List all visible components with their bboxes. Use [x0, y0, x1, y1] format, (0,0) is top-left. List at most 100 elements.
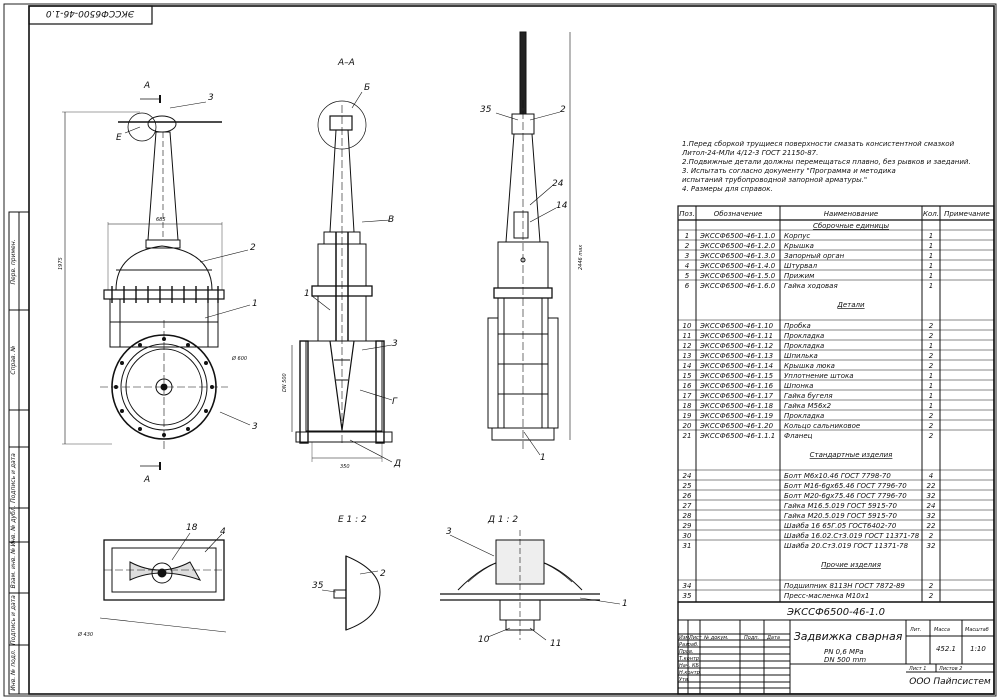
note-line-1: 1.Перед сборкой трущиеся поверхности сма… — [682, 140, 955, 148]
spec-cell-designation: ЭКССФ6500-46-1.6.0 — [699, 282, 776, 290]
spec-section-other: Прочие изделия — [821, 561, 881, 569]
spec-cell-name: Шайба 16.02.Ст3.019 ГОСТ 11371-78 — [784, 532, 920, 540]
spec-cell-pos: 27 — [683, 502, 692, 510]
tb-role-doc: № докум. — [703, 635, 729, 641]
spec-cell-qty: 2 — [929, 322, 934, 330]
callout-14: 14 — [556, 201, 568, 211]
side-strip — [8, 211, 30, 695]
spec-section-details: Детали — [836, 301, 865, 309]
spec-cell-name: Запорный орган — [784, 252, 845, 260]
spec-cell-name: Болт М20-6gх75.46 ГОСТ 7796-70 — [784, 492, 907, 500]
spec-cell-pos: 26 — [683, 492, 692, 500]
spec-cell-name: Шайба 20.Ст3.019 ГОСТ 11371-78 — [784, 542, 909, 550]
spec-cell-qty: 2 — [929, 582, 934, 590]
spec-cell-qty: 32 — [927, 542, 936, 550]
spec-cell-pos: 14 — [683, 362, 692, 370]
dim-height: 1975 — [58, 257, 64, 270]
dim-bottom-dia: Ø 430 — [77, 631, 93, 638]
dim-dn: DN 500 — [282, 373, 288, 392]
spec-cell-qty: 24 — [927, 502, 936, 510]
spec-cell-pos: 34 — [683, 582, 692, 590]
spec-section-standard: Стандартные изделия — [810, 451, 893, 459]
tb-person-5: Н.контр. — [679, 670, 701, 676]
spec-cell-pos: 35 — [683, 592, 692, 600]
tb-person-3: Т.контр. — [679, 656, 701, 662]
spec-cell-name: Пробка — [784, 322, 811, 330]
tb-role-date: Дата — [766, 635, 780, 641]
front-view — [62, 95, 251, 470]
spec-cell-pos: 18 — [683, 402, 692, 410]
spec-cell-designation: ЭКССФ6500-46-1.11 — [699, 332, 773, 340]
side-label-5: Взам. инв. № — [10, 548, 17, 589]
spec-cell-pos: 1 — [685, 232, 689, 240]
section-mark-bottom: А — [143, 475, 150, 485]
spec-cell-designation: ЭКССФ6500-46-1.5.0 — [699, 272, 776, 280]
detail-d — [440, 530, 621, 641]
spec-cell-pos: 17 — [683, 392, 692, 400]
spec-cell-designation: ЭКССФ6500-46-1.15 — [699, 372, 774, 380]
spec-cell-name: Гайка М20.5.019 ГОСТ 5915-70 — [784, 512, 898, 520]
section-mark-top: А — [143, 81, 150, 91]
spec-header-pos: Поз. — [679, 210, 695, 218]
tb-person-6: Утв. — [679, 677, 690, 683]
spec-header-qty: Кол. — [923, 210, 939, 218]
spec-cell-name: Прижим — [784, 272, 815, 280]
spec-cell-name: Корпус — [784, 232, 810, 240]
spec-header-name: Наименование — [824, 210, 878, 218]
spec-cell-name: Болт М6х10.46 ГОСТ 7798-70 — [784, 472, 891, 480]
tb-person-1: Разраб. — [679, 642, 699, 648]
spec-cell-pos: 31 — [683, 542, 692, 550]
callout-1: 1 — [252, 299, 258, 309]
spec-cell-pos: 19 — [683, 412, 692, 420]
spec-cell-name: Шпонка — [784, 382, 813, 390]
spec-cell-pos: 3 — [685, 252, 689, 260]
spec-cell-pos: 13 — [683, 352, 692, 360]
tb-col-scale: Масштаб — [965, 627, 989, 633]
side-view — [487, 31, 571, 456]
spec-table: Поз. Обозначение Наименование Кол. Приме… — [677, 205, 995, 603]
top-stamp-text: ЭКССФ6500-46-1.0 — [46, 8, 135, 18]
spec-cell-designation: ЭКССФ6500-46-1.4.0 — [699, 262, 776, 270]
tb-col-mass: Масса — [934, 627, 950, 633]
callout-35: 35 — [480, 105, 492, 115]
spec-cell-pos: 24 — [683, 472, 692, 480]
spec-cell-name: Гайка М56х2 — [784, 402, 832, 410]
callout-1-detail: 1 — [622, 599, 628, 609]
dim-flange-dia: Ø 600 — [231, 355, 247, 362]
spec-cell-qty: 1 — [929, 382, 933, 390]
spec-cell-pos: 12 — [683, 342, 692, 350]
spec-cell-name: Кольцо сальниковое — [784, 422, 860, 430]
spec-cell-name: Фланец — [784, 432, 813, 440]
callout-1-section: 1 — [304, 289, 310, 299]
spec-cell-pos: 4 — [685, 262, 689, 270]
callout-2: 2 — [250, 243, 256, 253]
spec-cell-designation: ЭКССФ6500-46-1.19 — [699, 412, 774, 420]
spec-cell-qty: 4 — [929, 472, 933, 480]
spec-section-assembly: Сборочные единицы — [813, 222, 890, 230]
spec-cell-designation: ЭКССФ6500-46-1.20 — [699, 422, 774, 430]
spec-cell-designation: ЭКССФ6500-46-1.10 — [699, 322, 774, 330]
spec-cell-qty: 1 — [929, 372, 933, 380]
spec-cell-designation: ЭКССФ6500-46-1.13 — [699, 352, 773, 360]
label-v: В — [388, 215, 394, 225]
callout-2-side: 2 — [560, 105, 566, 115]
spec-cell-designation: ЭКССФ6500-46-1.1.1 — [699, 432, 775, 440]
spec-cell-qty: 1 — [929, 252, 933, 260]
callout-11: 11 — [550, 639, 561, 649]
tb-role-izm: Изм. — [679, 635, 691, 641]
spec-header-designation: Обозначение — [714, 210, 763, 218]
spec-cell-pos: 21 — [683, 432, 692, 440]
spec-cell-qty: 2 — [929, 592, 934, 600]
spec-cell-qty: 1 — [929, 232, 933, 240]
callout-3-section: 3 — [392, 339, 398, 349]
side-label-2: Справ. № — [10, 345, 17, 374]
spec-cell-qty: 2 — [929, 332, 934, 340]
tb-dn: DN 500 mm — [824, 656, 866, 664]
spec-cell-pos: 11 — [683, 332, 692, 340]
spec-cell-name: Шпилька — [784, 352, 818, 360]
callout-24: 24 — [552, 179, 564, 189]
spec-cell-name: Шайба 16 65Г.05 ГОСТ6402-70 — [784, 522, 897, 530]
title-block: Изм. Лист № докум. Подп. Дата Разраб. Пр… — [677, 601, 995, 695]
spec-cell-qty: 1 — [929, 402, 933, 410]
spec-cell-name: Подшипник 8113Н ГОСТ 7872-89 — [784, 582, 905, 590]
